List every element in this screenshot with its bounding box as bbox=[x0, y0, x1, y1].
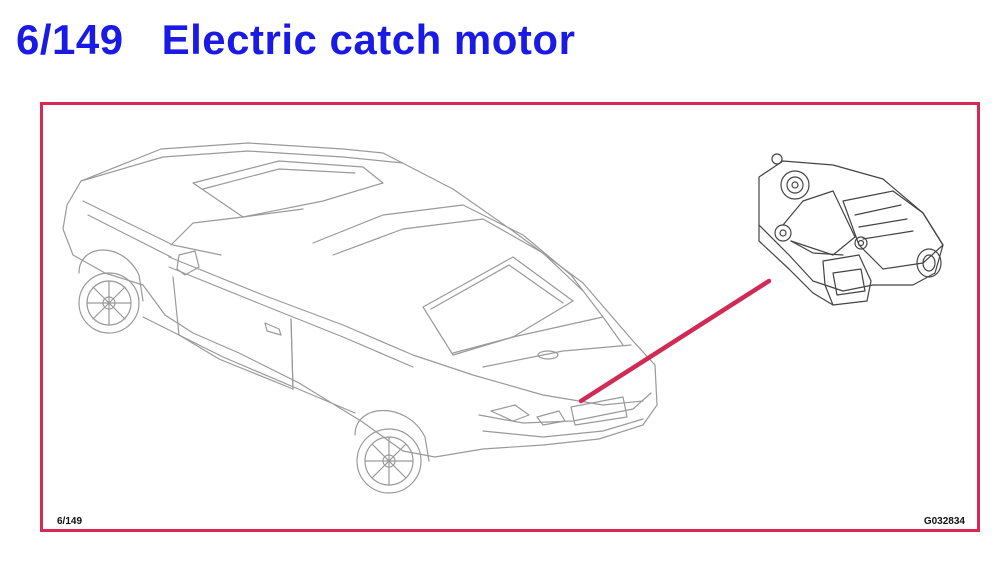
page-title: 6/149 Electric catch motor bbox=[16, 12, 575, 68]
figure-frame: 6/149 G032834 bbox=[40, 102, 980, 532]
motor-drawing bbox=[758, 153, 944, 306]
figure-reference-left: 6/149 bbox=[57, 516, 83, 527]
section-number: 6/149 bbox=[16, 16, 124, 63]
figure-reference-right: G032834 bbox=[923, 516, 965, 527]
illustration bbox=[62, 142, 944, 494]
section-title: Electric catch motor bbox=[161, 16, 576, 63]
car-drawing bbox=[62, 142, 658, 494]
pointer-line bbox=[578, 278, 772, 404]
